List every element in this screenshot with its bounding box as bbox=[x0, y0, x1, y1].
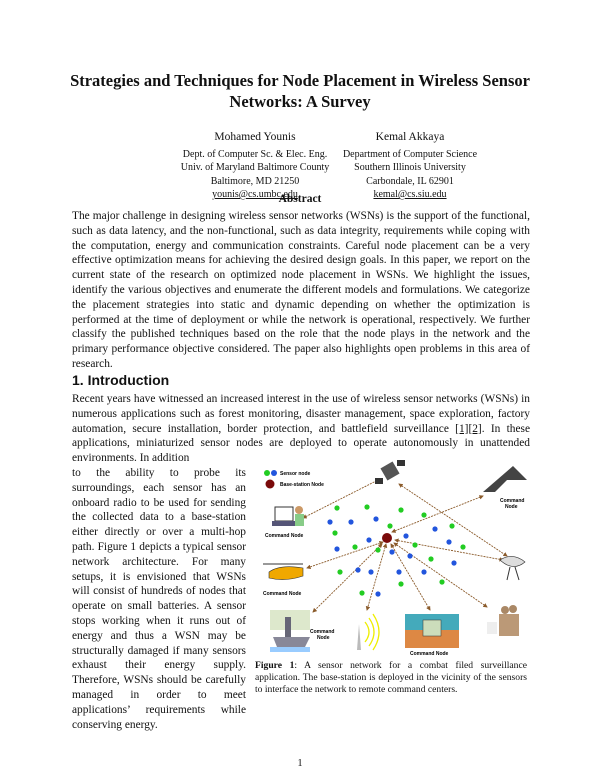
sensor-node bbox=[396, 569, 402, 575]
command-node-label: Command bbox=[310, 629, 334, 635]
sensor-node bbox=[368, 569, 374, 575]
satellite-dish-icon bbox=[499, 556, 526, 581]
section-heading-introduction: 1. Introduction bbox=[72, 372, 170, 388]
intro-text: . In these applications, miniaturized se… bbox=[72, 422, 530, 465]
legend-sensor-blue-icon bbox=[271, 470, 277, 476]
author-univ: Univ. of Maryland Baltimore County bbox=[180, 162, 330, 173]
sensor-node bbox=[451, 560, 457, 566]
sensor-node bbox=[352, 544, 358, 550]
sensor-node bbox=[359, 590, 365, 596]
page-number: 1 bbox=[297, 758, 303, 769]
figure-caption-label: Figure 1 bbox=[255, 660, 295, 671]
sensor-node bbox=[334, 505, 340, 511]
abstract-heading: Abstract bbox=[278, 193, 322, 205]
sensor-node bbox=[373, 516, 379, 522]
computer-operator-icon bbox=[272, 506, 304, 526]
figure-caption-text: : A sensor network for a combat filed su… bbox=[255, 660, 527, 695]
legend-sensor-label: Sensor node bbox=[280, 471, 311, 477]
helicopter-icon bbox=[263, 563, 304, 580]
command-node-label: Command Node bbox=[263, 591, 302, 597]
command-node-label: Node bbox=[317, 635, 330, 641]
sensor-node bbox=[366, 537, 372, 543]
legend-sensor-green-icon bbox=[264, 470, 270, 476]
author-block-2: Kemal Akkaya Department of Computer Scie… bbox=[300, 131, 520, 202]
author-dept: Department of Computer Science bbox=[342, 148, 478, 160]
sensor-node bbox=[439, 579, 445, 585]
soldiers-icon bbox=[487, 605, 519, 636]
sensor-node bbox=[337, 569, 343, 575]
command-node-label: Command bbox=[500, 498, 524, 504]
sensor-node bbox=[327, 519, 333, 525]
legend-base-station-icon bbox=[265, 479, 275, 489]
sensor-node bbox=[375, 591, 381, 597]
sensor-node bbox=[398, 581, 404, 587]
sensor-node bbox=[389, 549, 395, 555]
author-block-1: Mohamed Younis Dept. of Computer Sc. & E… bbox=[145, 131, 365, 202]
communication-link-arrow bbox=[302, 478, 381, 519]
citation-link[interactable]: [1][2] bbox=[455, 422, 482, 435]
ship-icon bbox=[270, 610, 310, 652]
sensor-node bbox=[421, 512, 427, 518]
author-city: Carbondale, IL 62901 bbox=[366, 175, 454, 187]
sensor-node bbox=[332, 530, 338, 536]
sensor-node bbox=[398, 507, 404, 513]
sensor-node bbox=[355, 567, 361, 573]
sensor-node bbox=[375, 547, 381, 553]
author-univ: Southern Illinois University bbox=[354, 162, 466, 173]
author-name: Kemal Akkaya bbox=[375, 131, 445, 143]
sensor-node bbox=[428, 556, 434, 562]
radio-tower-icon bbox=[357, 613, 380, 651]
author-dept: Dept. of Computer Sc. & Elec. Eng. bbox=[182, 148, 328, 160]
communication-link-arrow bbox=[306, 541, 384, 569]
aircraft-icon bbox=[483, 466, 527, 492]
base-station-node bbox=[382, 533, 392, 543]
sensor-node bbox=[449, 523, 455, 529]
intro-paragraph-continued: to the ability to probe its surroundings… bbox=[72, 467, 246, 731]
command-node-label: Command Node bbox=[265, 533, 304, 539]
author-name: Mohamed Younis bbox=[214, 131, 296, 143]
satellite-icon bbox=[375, 460, 405, 484]
sensor-node bbox=[387, 523, 393, 529]
sensor-node bbox=[421, 569, 427, 575]
communication-link-arrow bbox=[393, 542, 488, 608]
sensor-node bbox=[364, 504, 370, 510]
author-email-link[interactable]: younis@cs.umbc.edu bbox=[212, 189, 298, 200]
sensor-node bbox=[334, 546, 340, 552]
sensor-node bbox=[412, 542, 418, 548]
command-node-label: Command Node bbox=[410, 651, 449, 657]
communication-link-arrow bbox=[365, 543, 388, 611]
author-city: Baltimore, MD 21250 bbox=[210, 175, 300, 187]
vehicle-icon bbox=[405, 614, 459, 648]
figure-caption: Figure 1: A sensor network for a combat … bbox=[255, 660, 527, 696]
paper-title: Strategies and Techniques for Node Place… bbox=[70, 71, 530, 111]
sensor-node bbox=[460, 544, 466, 550]
communication-link-arrow bbox=[391, 495, 484, 533]
legend-base-station-label: Base-station Node bbox=[280, 482, 324, 488]
intro-text: Recent years have witnessed an increased… bbox=[72, 393, 530, 435]
figure-sensor-network: Sensor node Base-station Node Command No… bbox=[263, 460, 527, 657]
command-node-label: Node bbox=[505, 504, 518, 510]
intro-paragraph: Recent years have witnessed an increased… bbox=[72, 392, 530, 466]
author-email-link[interactable]: kemal@cs.siu.edu bbox=[373, 189, 447, 200]
sensor-node bbox=[446, 539, 452, 545]
sensor-node bbox=[348, 519, 354, 525]
sensor-node bbox=[432, 526, 438, 532]
abstract-text: The major challenge in designing wireles… bbox=[72, 210, 530, 370]
sensor-node bbox=[407, 553, 413, 559]
sensor-node bbox=[403, 533, 409, 539]
